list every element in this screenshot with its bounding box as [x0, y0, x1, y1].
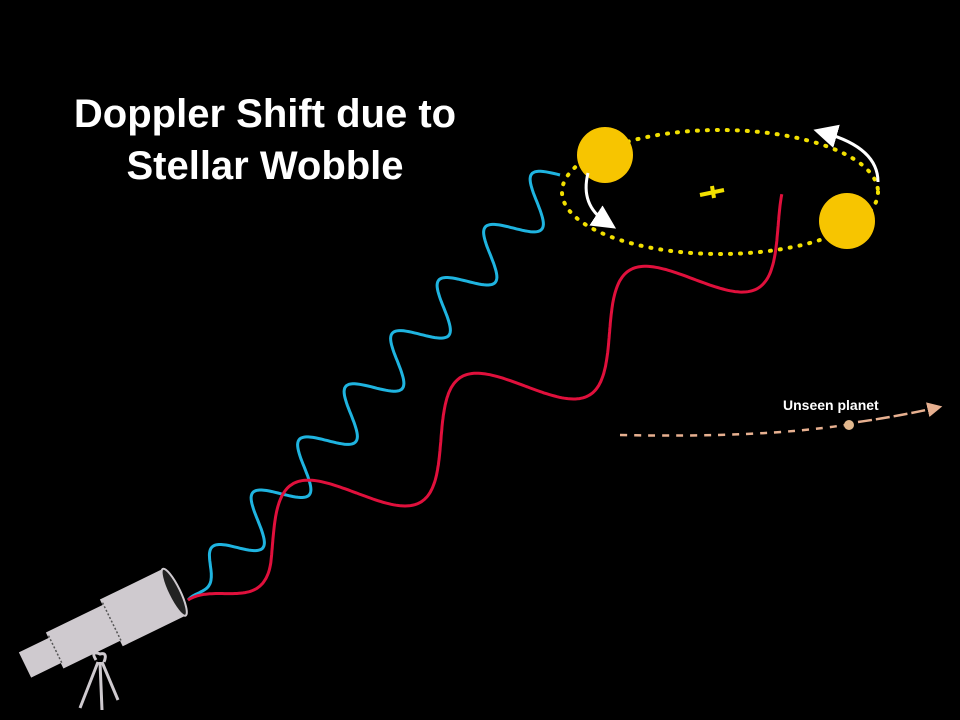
- star-motion-arrow-toward: [584, 172, 617, 229]
- tripod: [78, 651, 120, 711]
- title-line-1: Doppler Shift due to: [73, 92, 457, 136]
- center-of-mass-marker: [699, 185, 725, 199]
- planet-label: Unseen planet: [783, 397, 879, 413]
- planet-direction-arrow: [857, 402, 943, 424]
- planet-orbit-path: [619, 423, 846, 437]
- stellar-orbit: [560, 128, 880, 256]
- diagram-title: Doppler Shift due to Stellar Wobble: [30, 88, 500, 192]
- blueshifted-light-wave: [186, 169, 561, 602]
- redshifted-light-wave: [187, 193, 784, 602]
- telescope: [18, 567, 188, 711]
- unseen-planet: [844, 420, 854, 430]
- star-position-2: [819, 193, 875, 249]
- title-line-2: Stellar Wobble: [126, 144, 404, 188]
- star-motion-arrow-away: [813, 124, 880, 183]
- star-position-1: [577, 127, 633, 183]
